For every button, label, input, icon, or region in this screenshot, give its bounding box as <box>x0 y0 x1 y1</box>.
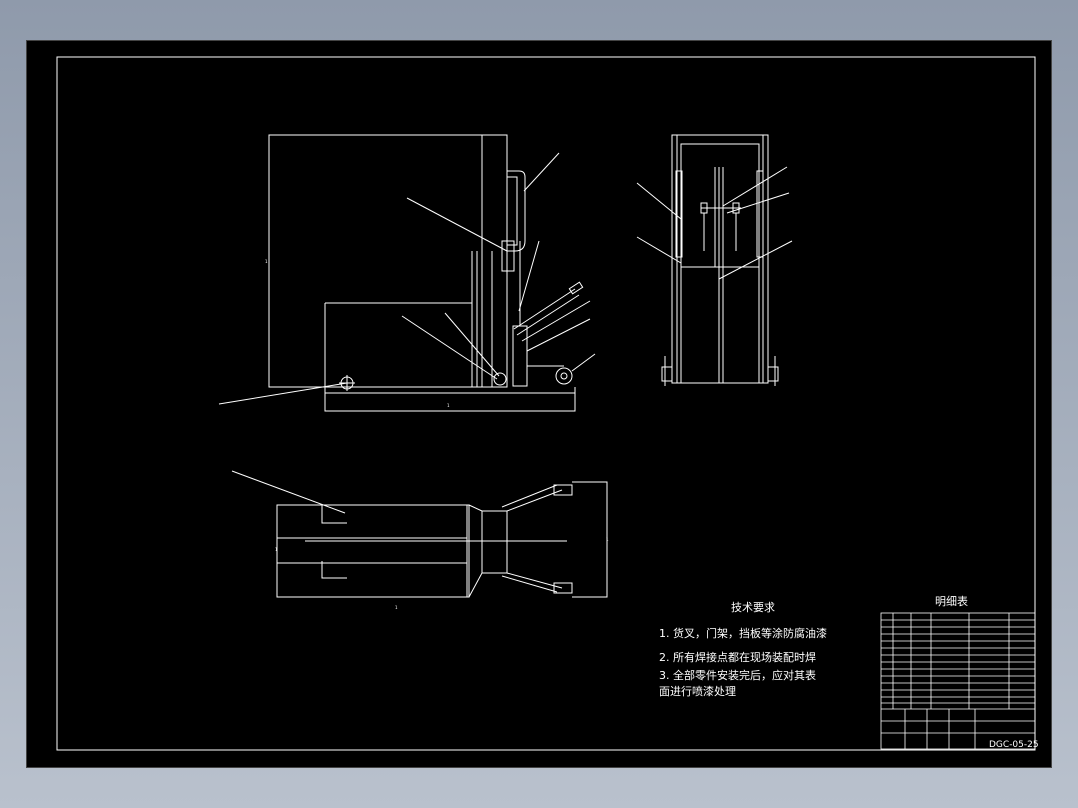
svg-text:1: 1 <box>395 605 398 610</box>
bill-of-materials: 明细表 <box>880 594 1039 750</box>
rear-wheel <box>555 367 573 385</box>
tech-req-item-3: 3. 全部零件安装完后，应对其表 <box>659 668 816 682</box>
backrest-box <box>268 134 508 388</box>
drawing-number: DGC-05-25 <box>989 740 1039 750</box>
svg-text:1: 1 <box>447 403 450 408</box>
side-view <box>636 134 793 386</box>
tech-req-title: 技术要求 <box>731 601 775 614</box>
top-handle-arm-upper <box>506 489 563 512</box>
hydraulic-cylinder <box>512 325 528 387</box>
fork-base <box>324 387 576 412</box>
svg-text:1: 1 <box>606 537 609 542</box>
tech-req-item-1: 1. 货叉，门架，挡板等涂防腐油漆 <box>659 626 827 640</box>
tech-req-item-2: 2. 所有焊接点都在现场装配时焊 <box>659 650 816 664</box>
dimension-marks: 1 1 1 1 1 <box>265 259 609 610</box>
top-body <box>276 504 470 598</box>
cad-drawing: 1 1 1 1 1 技术要求 1. 货叉，门架，挡板等涂防腐油漆 2. 所有焊接… <box>56 56 1039 751</box>
drawing-frame <box>56 56 1036 751</box>
top-view <box>231 470 608 598</box>
bom-row-lines <box>881 619 1035 704</box>
top-mast <box>481 510 508 574</box>
svg-text:1: 1 <box>265 259 268 264</box>
technical-requirements: 技术要求 1. 货叉，门架，挡板等涂防腐油漆 2. 所有焊接点都在现场装配时焊 … <box>659 601 827 698</box>
front-view <box>218 134 596 412</box>
top-handle-arm-lower <box>506 572 563 589</box>
front-wheel <box>493 372 507 386</box>
svg-text:1: 1 <box>275 547 278 552</box>
drawing-sheet: 1 1 1 1 1 技术要求 1. 货叉，门架，挡板等涂防腐油漆 2. 所有焊接… <box>26 40 1052 768</box>
side-handle <box>507 170 526 252</box>
bom-title: 明细表 <box>935 594 968 608</box>
tech-req-item-4: 面进行喷漆处理 <box>659 685 736 698</box>
pump-lever <box>513 288 576 330</box>
mast-frame <box>671 134 769 384</box>
